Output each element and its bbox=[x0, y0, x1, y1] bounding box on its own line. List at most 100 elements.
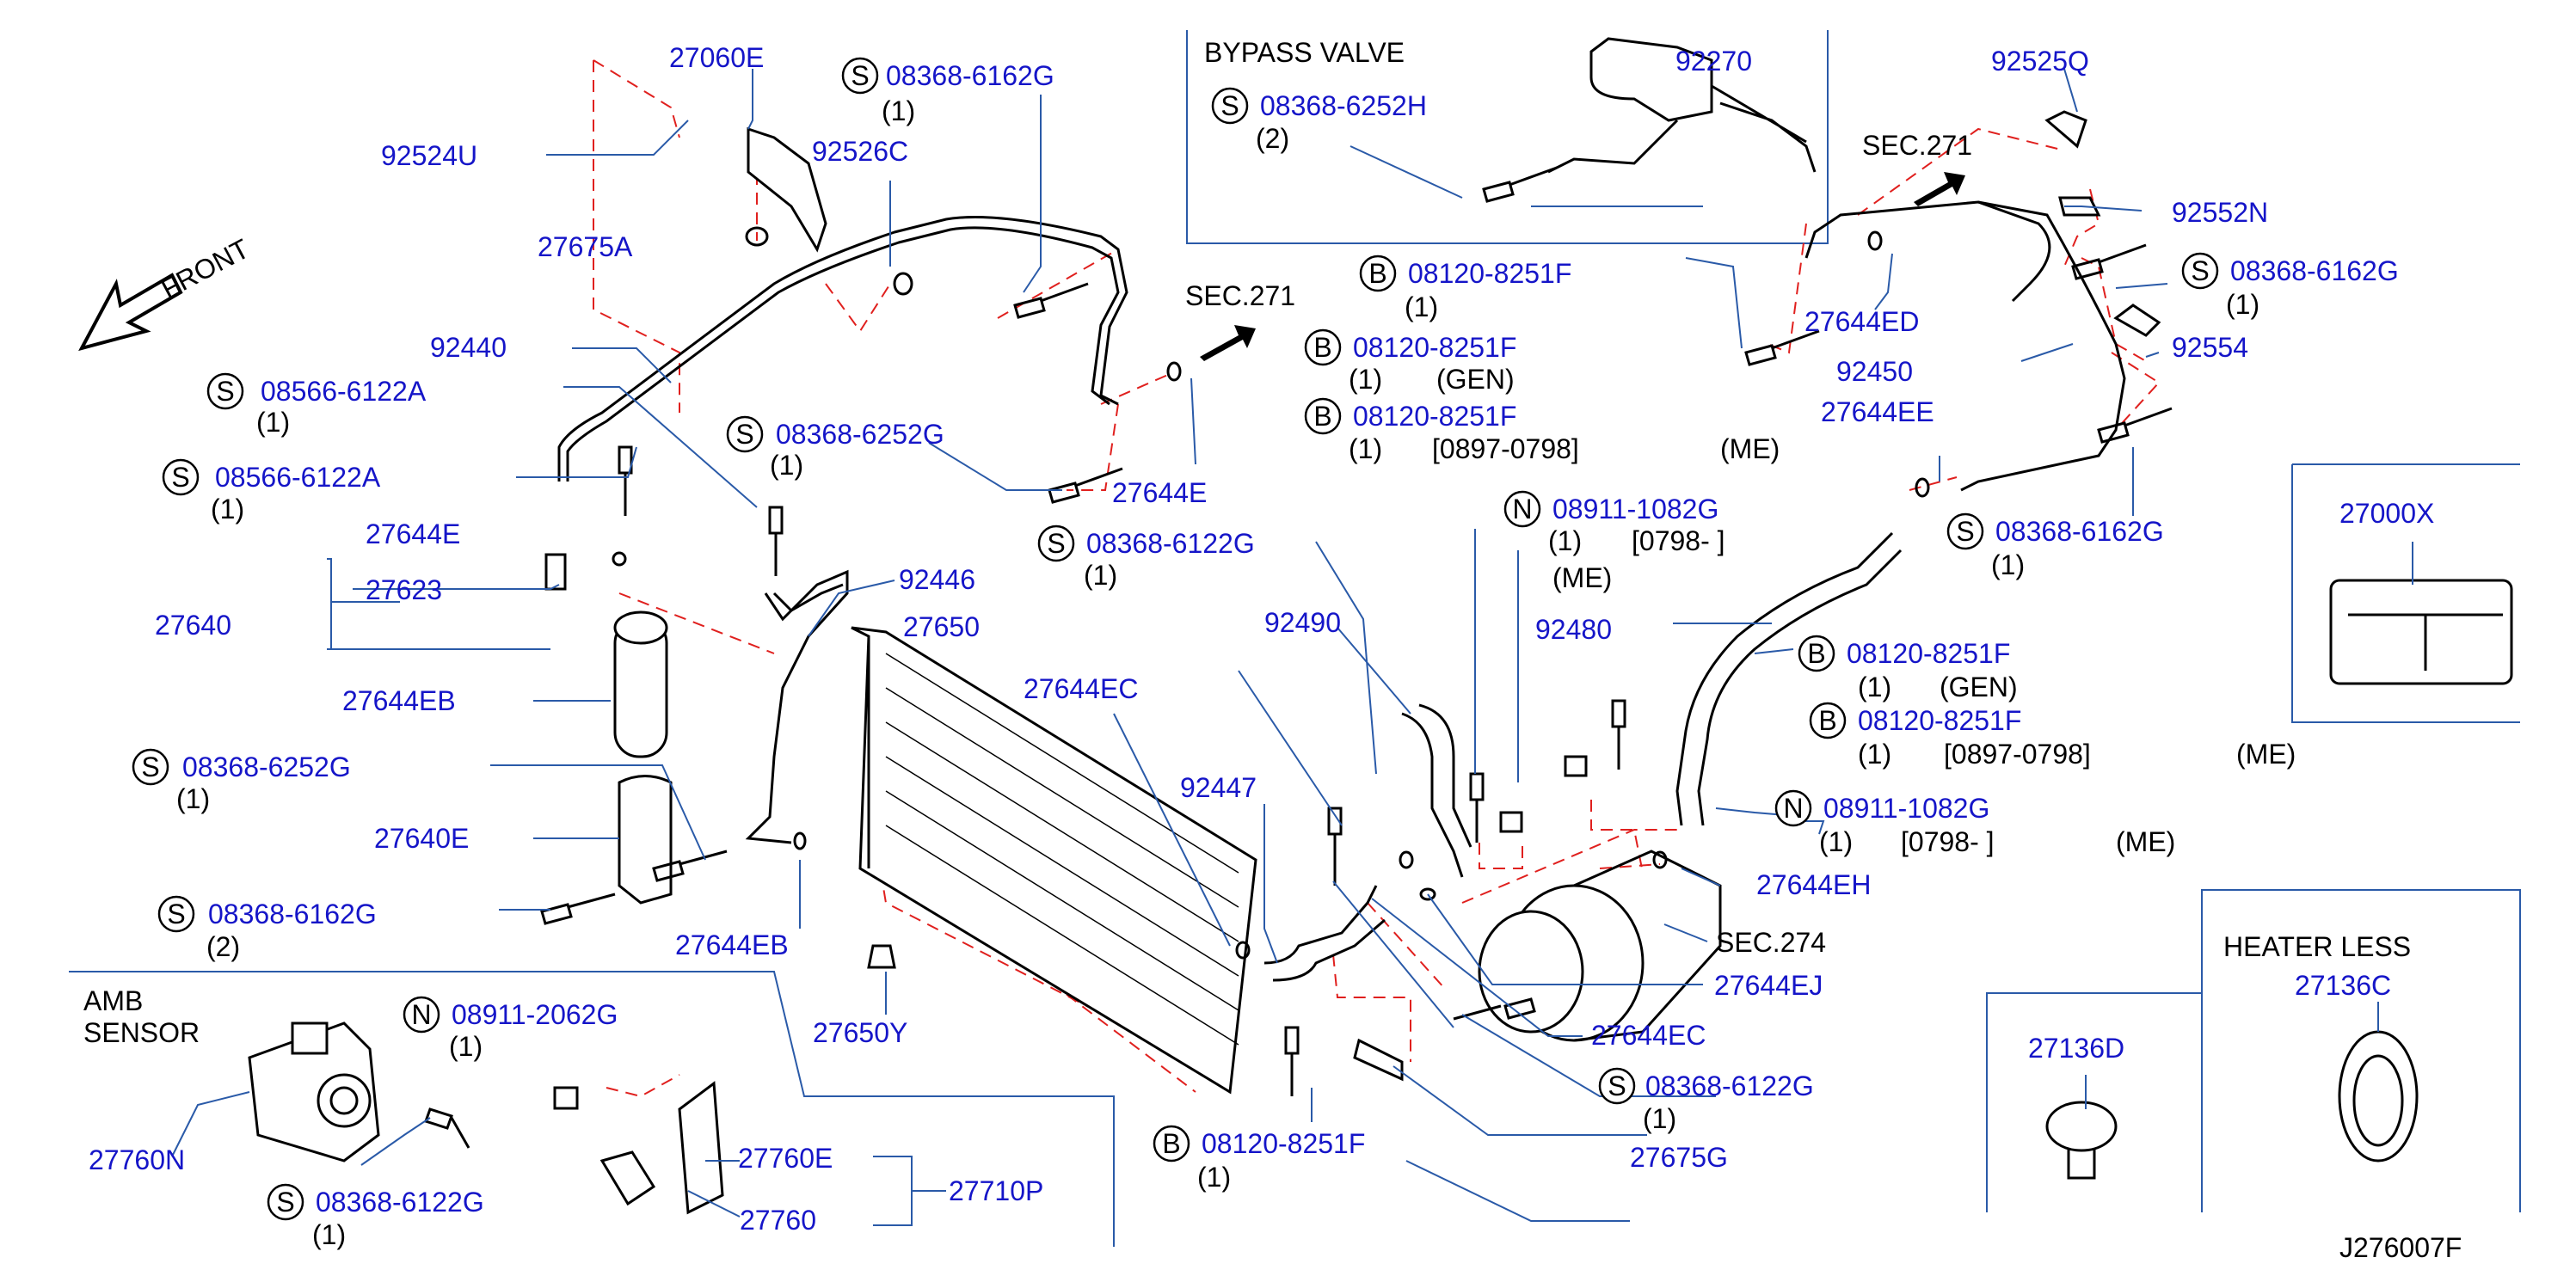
label-08120-8251F: 08120-8251F bbox=[1408, 258, 1571, 289]
label-92446: 92446 bbox=[899, 564, 975, 595]
front-arrow bbox=[78, 273, 183, 352]
marker-S: S bbox=[1211, 87, 1249, 125]
labels: 27060E 08368-6162G (1) 92524U 92526C 276… bbox=[83, 37, 2462, 1263]
svg-text:N: N bbox=[1783, 793, 1803, 824]
label-08368-6252G: 08368-6252G bbox=[776, 419, 944, 450]
label-08566-6122A: 08566-6122A bbox=[261, 376, 427, 407]
quantity: (1) bbox=[176, 783, 210, 814]
label-92440: 92440 bbox=[430, 332, 507, 363]
prefix-markers: S S S S S S S S B B B N S S B B N S B N … bbox=[132, 57, 2219, 1221]
label-92554: 92554 bbox=[2172, 332, 2248, 363]
label-08368-6122G: 08368-6122G bbox=[1645, 1070, 1814, 1101]
marker-N: N bbox=[403, 996, 440, 1034]
svg-text:S: S bbox=[216, 376, 234, 407]
amb-sensor-heading: AMB bbox=[83, 985, 143, 1016]
front-label: FRONT bbox=[156, 233, 254, 305]
label-08911-1082G: 08911-1082G bbox=[1823, 793, 1989, 824]
phantom-lines bbox=[593, 59, 2161, 1098]
label-27623: 27623 bbox=[366, 574, 442, 605]
marker-S: S bbox=[841, 57, 879, 95]
sec271-arrow-a bbox=[1200, 325, 1256, 361]
me-note: (ME) bbox=[1720, 433, 1780, 464]
label-27060E: 27060E bbox=[669, 42, 764, 73]
svg-text:B: B bbox=[1162, 1128, 1180, 1159]
pipe-92450 bbox=[1804, 200, 2051, 303]
svg-text:S: S bbox=[735, 419, 753, 450]
svg-text:S: S bbox=[851, 60, 869, 91]
svg-text:B: B bbox=[1818, 705, 1836, 736]
marker-B: B bbox=[1809, 702, 1847, 739]
label-08368-6162G: 08368-6162G bbox=[2230, 255, 2399, 286]
label-27644EC: 27644EC bbox=[1591, 1020, 1706, 1051]
label-27675G: 27675G bbox=[1630, 1142, 1728, 1173]
label-27000X: 27000X bbox=[2339, 498, 2434, 529]
label-08368-6162G: 08368-6162G bbox=[886, 60, 1054, 91]
quantity: (1) bbox=[449, 1031, 483, 1062]
label-27644ED: 27644ED bbox=[1804, 306, 1919, 337]
date-range: [0798- ] bbox=[1632, 525, 1725, 556]
bypass-valve-heading: BYPASS VALVE bbox=[1204, 37, 1405, 68]
clip-27760 bbox=[599, 1150, 656, 1206]
hose-92490 bbox=[1401, 712, 1464, 878]
marker-S: S bbox=[1598, 1067, 1636, 1105]
label-08120-8251F: 08120-8251F bbox=[1353, 401, 1516, 432]
date-range: [0897-0798] bbox=[1944, 739, 2091, 770]
label-92450: 92450 bbox=[1836, 356, 1913, 387]
label-27644EE: 27644EE bbox=[1821, 396, 1934, 427]
compressor bbox=[1478, 850, 1722, 1042]
quantity: (1) bbox=[1819, 826, 1853, 857]
svg-text:N: N bbox=[1512, 494, 1532, 525]
label-27640: 27640 bbox=[155, 610, 231, 641]
svg-text:S: S bbox=[167, 899, 185, 929]
quantity: (1) bbox=[770, 450, 803, 481]
marker-S: S bbox=[157, 895, 195, 933]
label-27644E: 27644E bbox=[366, 518, 460, 549]
heater-less-heading: HEATER LESS bbox=[2223, 931, 2411, 962]
label-08120-8251F: 08120-8251F bbox=[1353, 332, 1516, 363]
svg-text:S: S bbox=[1608, 1070, 1626, 1101]
marker-S: S bbox=[1037, 525, 1075, 562]
diagram-reference-code: J276007F bbox=[2339, 1232, 2462, 1263]
section-frames bbox=[69, 30, 2521, 1247]
label-27760N: 27760N bbox=[89, 1144, 185, 1175]
quantity: (1) bbox=[1084, 560, 1117, 591]
marker-S: S bbox=[162, 458, 200, 496]
me-note: (ME) bbox=[2236, 739, 2296, 770]
marker-S: S bbox=[1946, 512, 1984, 550]
quantity: (1) bbox=[1349, 433, 1382, 464]
sec271-arrow-b bbox=[1914, 172, 1965, 206]
bracket-27640E bbox=[618, 775, 673, 905]
marker-S: S bbox=[2181, 252, 2219, 290]
quantity: (1) bbox=[2226, 289, 2259, 320]
label-27136C: 27136C bbox=[2295, 970, 2391, 1001]
quantity: (1) bbox=[1349, 364, 1382, 395]
svg-text:S: S bbox=[276, 1187, 294, 1218]
svg-text:S: S bbox=[141, 751, 159, 782]
label-27644E: 27644E bbox=[1112, 477, 1207, 508]
svg-text:B: B bbox=[1313, 401, 1331, 432]
svg-text:N: N bbox=[411, 999, 431, 1030]
label-92447: 92447 bbox=[1180, 772, 1257, 803]
sec-271-label: SEC.271 bbox=[1862, 130, 1972, 161]
label-27650: 27650 bbox=[903, 611, 980, 642]
label-08368-6252G: 08368-6252G bbox=[182, 751, 351, 782]
gen-note: (GEN) bbox=[1436, 364, 1515, 395]
marker-S: S bbox=[206, 372, 244, 410]
quantity: (1) bbox=[1197, 1162, 1231, 1193]
quantity: (1) bbox=[1858, 739, 1891, 770]
label-08120-8251F: 08120-8251F bbox=[1858, 705, 2021, 736]
quantity: (2) bbox=[206, 931, 240, 962]
sec-271-label: SEC.271 bbox=[1185, 280, 1295, 311]
label-92525Q: 92525Q bbox=[1991, 46, 2089, 77]
me-note: (ME) bbox=[2116, 826, 2175, 857]
label-27644EC: 27644EC bbox=[1024, 673, 1138, 704]
quantity: (1) bbox=[1991, 549, 2025, 580]
marker-B: B bbox=[1304, 328, 1342, 366]
label-08368-6122G: 08368-6122G bbox=[316, 1187, 484, 1218]
label-92270: 92270 bbox=[1675, 46, 1752, 77]
marker-S: S bbox=[132, 748, 169, 786]
label-27644EH: 27644EH bbox=[1756, 869, 1871, 900]
quantity: (1) bbox=[882, 95, 915, 126]
pipe-92440 bbox=[557, 216, 1128, 482]
